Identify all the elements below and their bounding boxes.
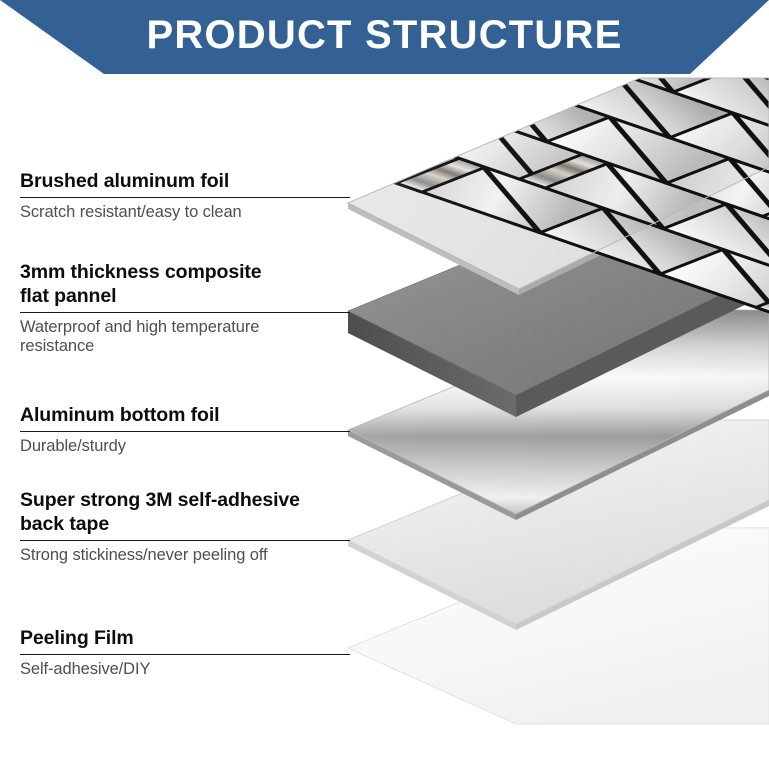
callout-rule [20, 430, 350, 432]
callout-title: Brushed aluminum foil [20, 170, 230, 192]
page-title: PRODUCT STRUCTURE [146, 13, 623, 57]
callout-peeling-film: Peeling Film Self-adhesive/DIY [20, 627, 350, 679]
callout-title: Peeling Film [20, 627, 134, 649]
callout-aluminum-bottom-foil: Aluminum bottom foil Durable/sturdy [20, 404, 350, 456]
callout-title: 3mm thickness composite flat pannel [20, 261, 262, 307]
layer-shape-3m-back-tape [346, 419, 769, 630]
layer-shape-brushed-aluminum-foil [346, 77, 769, 316]
callout-rule [20, 196, 350, 198]
callout-composite-flat-panel: 3mm thickness composite flat pannel Wate… [20, 261, 350, 356]
callout-title: Aluminum bottom foil [20, 404, 220, 426]
callout-rule [20, 653, 350, 655]
callout-title: Super strong 3M self-adhesive back tape [20, 489, 300, 535]
banner-shape [0, 0, 769, 74]
layer-shape-peeling-film [346, 527, 769, 725]
callout-subtitle: Durable/sturdy [20, 436, 126, 455]
callout-subtitle: Strong stickiness/never peeling off [20, 545, 268, 564]
callout-3m-back-tape: Super strong 3M self-adhesive back tape … [20, 489, 350, 565]
callout-rule [20, 311, 350, 313]
callout-subtitle: Waterproof and high temperature resistan… [20, 317, 260, 355]
callout-subtitle: Self-adhesive/DIY [20, 659, 151, 678]
callout-subtitle: Scratch resistant/easy to clean [20, 202, 242, 221]
callout-brushed-aluminum-foil: Brushed aluminum foil Scratch resistant/… [20, 170, 350, 222]
callout-rule [20, 539, 350, 541]
header-banner: PRODUCT STRUCTURE [0, 0, 769, 76]
